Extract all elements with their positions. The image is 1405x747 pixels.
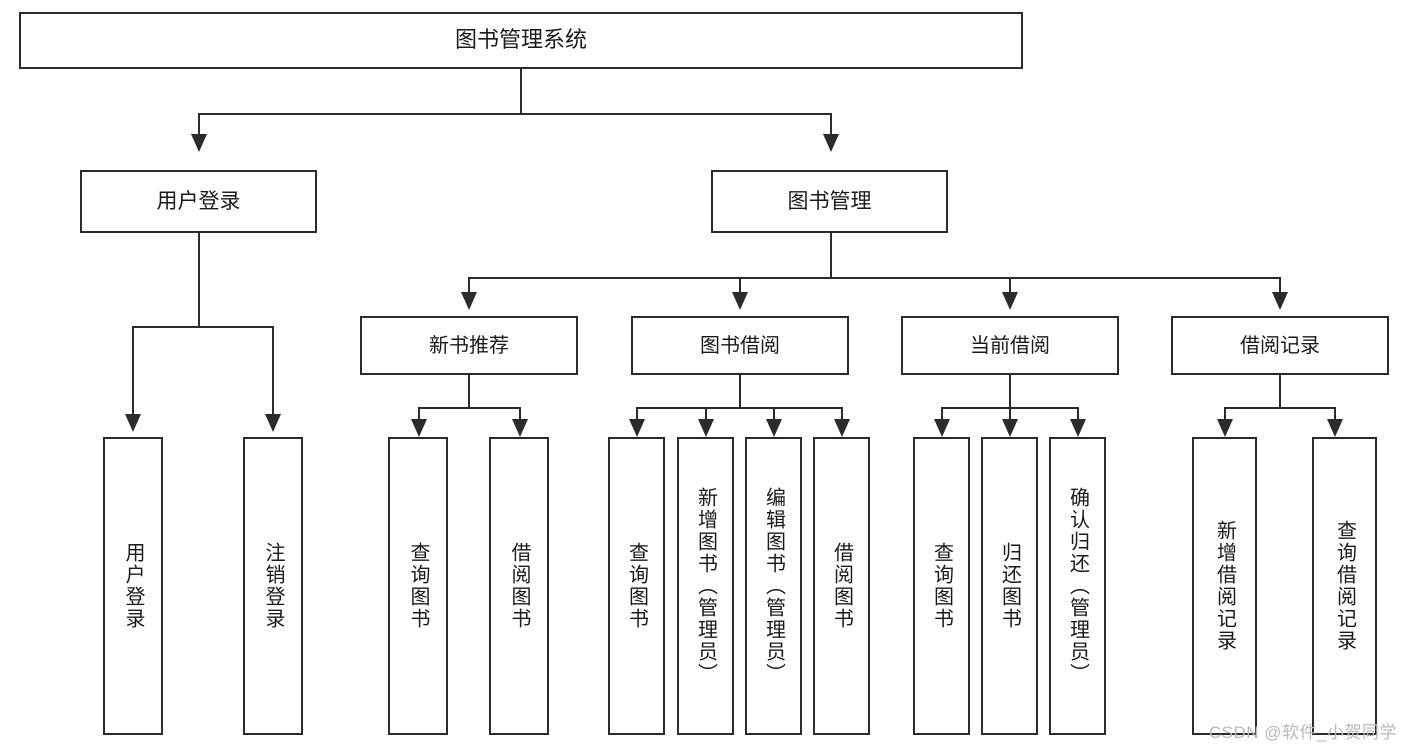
connector-bm-drop-4 [1279,277,1281,295]
leaf-nbr-query-book[interactable]: 查询图书 [388,437,448,735]
connector-bm-drop-3 [1009,277,1011,295]
connector-bm-drop-2 [739,277,741,295]
connector-cb-drop-1 [941,407,943,421]
connector-bb-drop-3 [773,407,775,421]
leaf-bb-query-book[interactable]: 查询图书 [608,437,665,735]
node-label: 图书管理 [787,189,872,213]
arrow-cb-leaf-1 [934,419,950,437]
arrow-bb-leaf-1 [629,419,645,437]
arrow-nbr-leaf-2 [512,419,528,437]
connector-bb-bus [636,407,842,409]
arrow-to-book-borrow [732,292,748,310]
leaf-nbr-borrow-book[interactable]: 借阅图书 [489,437,549,735]
node-label: 编辑图书（管理员） [762,487,785,685]
arrow-to-new-book-recommend [461,292,477,310]
arrow-nbr-leaf-1 [411,419,427,437]
node-label: 当前借阅 [970,334,1050,357]
arrow-cb-leaf-2 [1002,419,1018,437]
connector-user-login-bus [132,326,272,328]
arrow-to-leaf-user-login [125,414,141,432]
connector-root-bus [198,113,832,115]
connector-cb-stem [1009,375,1011,409]
leaf-bb-edit-book-admin[interactable]: 编辑图书（管理员） [745,437,802,735]
node-label: 新书推荐 [429,334,509,357]
connector-br-stem [1279,375,1281,409]
node-label: 注销登录 [262,542,284,630]
connector-br-drop-1 [1224,407,1226,421]
leaf-bb-add-book-admin[interactable]: 新增图书（管理员） [677,437,734,735]
node-label: 图书借阅 [700,334,780,357]
connector-nbr-drop-1 [418,407,420,421]
node-label: 用户登录 [156,189,241,213]
arrow-cb-leaf-3 [1070,419,1086,437]
arrow-to-leaf-logout [265,414,281,432]
connector-bb-drop-2 [705,407,707,421]
node-new-book-recommend[interactable]: 新书推荐 [360,316,578,375]
connector-br-bus [1224,407,1335,409]
node-label: 借阅图书 [830,542,853,630]
arrow-to-user-login [191,134,207,152]
node-label: 借阅记录 [1240,334,1320,357]
connector-user-login-stem [198,233,200,328]
node-label: 新增图书（管理员） [694,487,717,685]
node-label: 查询借阅记录 [1333,520,1356,652]
connector-nbr-stem [468,375,470,409]
connector-user-login-drop-2 [272,326,274,418]
node-root-system[interactable]: 图书管理系统 [19,12,1023,69]
connector-nbr-bus [418,407,520,409]
connector-book-management-bus [468,277,1280,279]
leaf-bb-borrow-book[interactable]: 借阅图书 [813,437,870,735]
leaf-logout[interactable]: 注销登录 [243,437,303,735]
node-label: 查询图书 [407,542,429,630]
leaf-cb-return-book[interactable]: 归还图书 [981,437,1038,735]
node-book-borrow[interactable]: 图书借阅 [631,316,849,375]
node-label: 借阅图书 [508,542,530,630]
connector-cb-drop-3 [1077,407,1079,421]
node-user-login[interactable]: 用户登录 [80,170,317,233]
node-book-management[interactable]: 图书管理 [711,170,948,233]
node-borrow-record[interactable]: 借阅记录 [1171,316,1389,375]
arrow-bb-leaf-3 [766,419,782,437]
node-label: 查询图书 [930,542,953,630]
arrow-br-leaf-2 [1327,419,1343,437]
connector-bb-drop-4 [841,407,843,421]
watermark: CSDN @软件_小贺同学 [1208,723,1397,742]
connector-bb-drop-1 [636,407,638,421]
leaf-cb-confirm-return-admin[interactable]: 确认归还（管理员） [1049,437,1106,735]
connector-nbr-drop-2 [519,407,521,421]
connector-book-management-stem [830,233,832,278]
connector-user-login-drop-1 [132,326,134,418]
arrow-br-leaf-1 [1217,419,1233,437]
node-label: 归还图书 [998,542,1021,630]
leaf-user-login[interactable]: 用户登录 [103,437,163,735]
arrow-bb-leaf-2 [698,419,714,437]
leaf-br-query-record[interactable]: 查询借阅记录 [1312,437,1377,735]
connector-root-drop-1 [198,113,200,139]
connector-bb-stem [739,375,741,409]
node-current-borrow[interactable]: 当前借阅 [901,316,1119,375]
leaf-cb-query-book[interactable]: 查询图书 [913,437,970,735]
arrow-to-current-borrow [1002,292,1018,310]
connector-root-stem [520,69,522,114]
leaf-br-add-record[interactable]: 新增借阅记录 [1192,437,1257,735]
node-label: 图书管理系统 [454,27,587,53]
connector-br-drop-2 [1334,407,1336,421]
node-label: 用户登录 [122,542,144,630]
node-label: 确认归还（管理员） [1066,487,1089,685]
connector-bm-drop-1 [468,277,470,295]
arrow-bb-leaf-4 [834,419,850,437]
connector-root-drop-2 [830,113,832,139]
node-label: 新增借阅记录 [1213,520,1236,652]
node-label: 查询图书 [625,542,648,630]
arrow-to-book-management [823,134,839,152]
connector-cb-drop-2 [1009,407,1011,421]
arrow-to-borrow-record [1272,292,1288,310]
